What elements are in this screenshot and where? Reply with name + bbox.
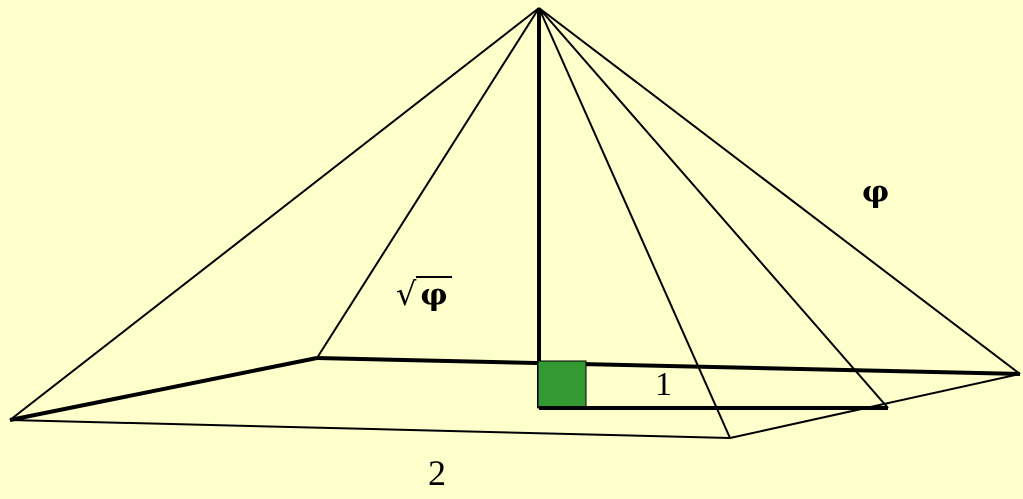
base-edge-front-left xyxy=(9,356,318,422)
base-edge-front xyxy=(9,419,731,439)
base-edge-back xyxy=(316,356,1021,376)
lateral-edge-left xyxy=(9,7,540,421)
lateral-edge-back-left xyxy=(316,7,540,359)
lateral-edge-right xyxy=(538,7,1021,375)
slant-height-line xyxy=(538,7,889,409)
half-base-label: 1 xyxy=(655,366,672,403)
base-label: 2 xyxy=(428,453,446,493)
right-angle-marker xyxy=(537,360,587,409)
lateral-edge-front xyxy=(538,7,731,439)
height-label: √φ xyxy=(396,275,452,313)
slant-edge-label: φ xyxy=(862,175,890,210)
sqrt-radicand: φ xyxy=(416,276,452,313)
sqrt-symbol: √ xyxy=(396,275,417,313)
